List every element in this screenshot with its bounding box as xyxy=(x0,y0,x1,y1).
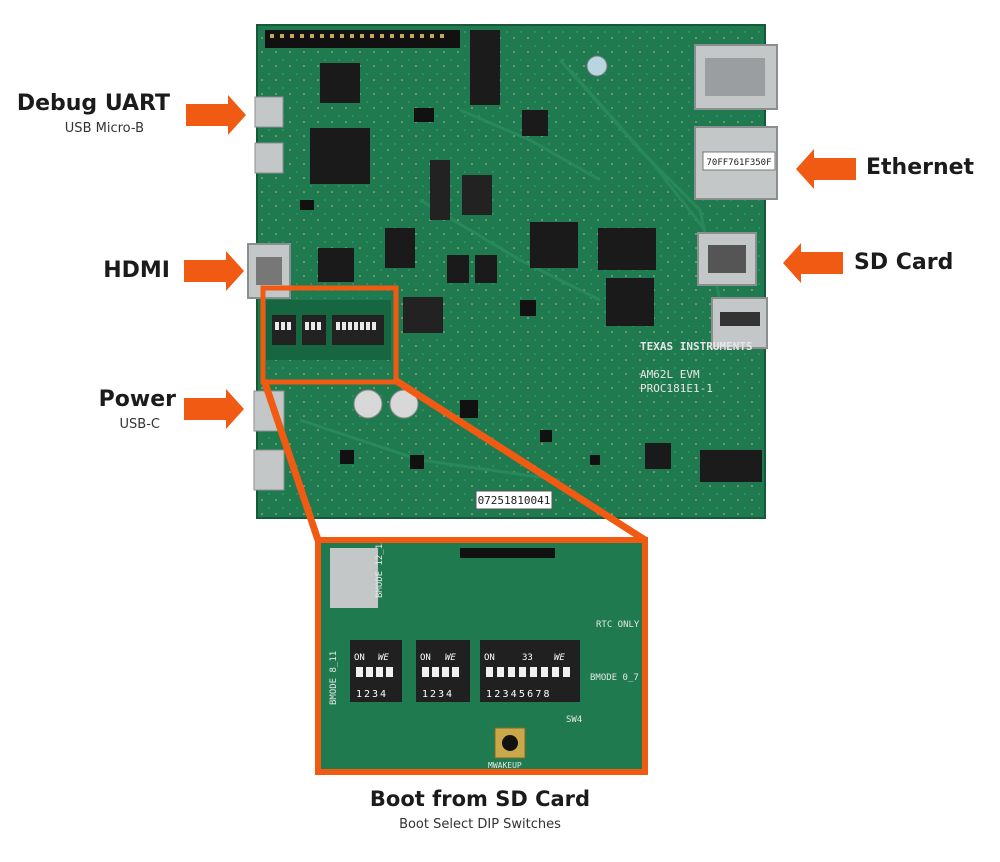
arrow-sd-card-icon xyxy=(783,243,843,283)
dip-switch-1-we: WE xyxy=(378,653,389,663)
dip-switch-1-on: ON xyxy=(354,653,365,663)
dip-switch-3-digits: 12345678 xyxy=(486,689,552,700)
mac-label: 70FF761F350F xyxy=(706,158,771,168)
chip-hdmi-bridge xyxy=(318,248,354,282)
chip-pmic xyxy=(598,228,656,270)
debug-uart-port xyxy=(254,96,284,128)
zoom-inset-border xyxy=(315,537,648,775)
bmode-label-2: BMODE 12_15 xyxy=(375,538,385,598)
gpio-header xyxy=(265,30,460,48)
boot-subtitle: Boot Select DIP Switches xyxy=(399,817,561,832)
capacitor-2 xyxy=(389,389,419,419)
zoom-connector-left xyxy=(260,378,322,542)
bmode-label-1: BMODE 8_11 xyxy=(329,651,339,705)
zoom-connector-right xyxy=(393,377,647,543)
sw4-label: SW4 xyxy=(566,715,582,725)
dip-switch-2-digits: 1234 xyxy=(422,689,454,700)
zoom-inset: BMODE 12_15 BMODE 8_11 BMODE 0_7 RTC ONL… xyxy=(315,537,648,775)
dip-highlight-box xyxy=(260,285,399,385)
serial-sticker xyxy=(475,490,553,510)
arrow-power-icon xyxy=(184,389,244,429)
dip-switch-3-on: ON xyxy=(484,653,495,663)
chip-soc xyxy=(530,222,578,268)
sd-card-title: SD Card xyxy=(854,250,954,275)
chip-memory xyxy=(385,228,415,268)
board-proc-text: PROC181E1-1 xyxy=(640,382,713,395)
audio-jack xyxy=(700,450,762,482)
power-subtitle: USB-C xyxy=(119,417,160,432)
usb-c-port-2 xyxy=(253,449,285,491)
m2-slot xyxy=(470,30,500,105)
chip-ddr xyxy=(606,278,654,326)
arrow-debug-uart-icon xyxy=(186,95,246,135)
wakeup-label: MWAKEUP xyxy=(488,761,522,770)
mac-sticker xyxy=(702,151,776,171)
ethernet-title: Ethernet xyxy=(866,155,975,180)
dip-switch-3-we: WE xyxy=(554,653,565,663)
board-model-text: AM62L EVM xyxy=(640,368,700,381)
debug-uart-subtitle: USB Micro-B xyxy=(64,121,144,136)
arrow-ethernet-icon xyxy=(796,149,856,189)
rtc-only-label: RTC ONLY xyxy=(596,620,640,630)
dip-switch-2-we: WE xyxy=(445,653,456,663)
usb-micro-port-2 xyxy=(254,142,284,174)
power-title: Power xyxy=(98,387,176,412)
chip-small xyxy=(320,63,360,103)
ti-logo-text: TEXAS INSTRUMENTS xyxy=(640,340,753,353)
chip-uart-bridge xyxy=(310,128,370,184)
hdmi-title: HDMI xyxy=(103,258,170,283)
dip-switch-3-33: 33 xyxy=(522,653,533,663)
capacitor-1 xyxy=(353,389,383,419)
bmode-label-3: BMODE 0_7 xyxy=(590,673,639,683)
dip-switch-2-on: ON xyxy=(420,653,431,663)
serial-number-text: 07251810041 xyxy=(478,494,551,507)
dip-switch-1-digits: 1234 xyxy=(356,689,388,700)
debug-uart-title: Debug UART xyxy=(16,91,170,116)
arrow-hdmi-icon xyxy=(184,251,244,291)
boot-title: Boot from SD Card xyxy=(369,787,591,811)
